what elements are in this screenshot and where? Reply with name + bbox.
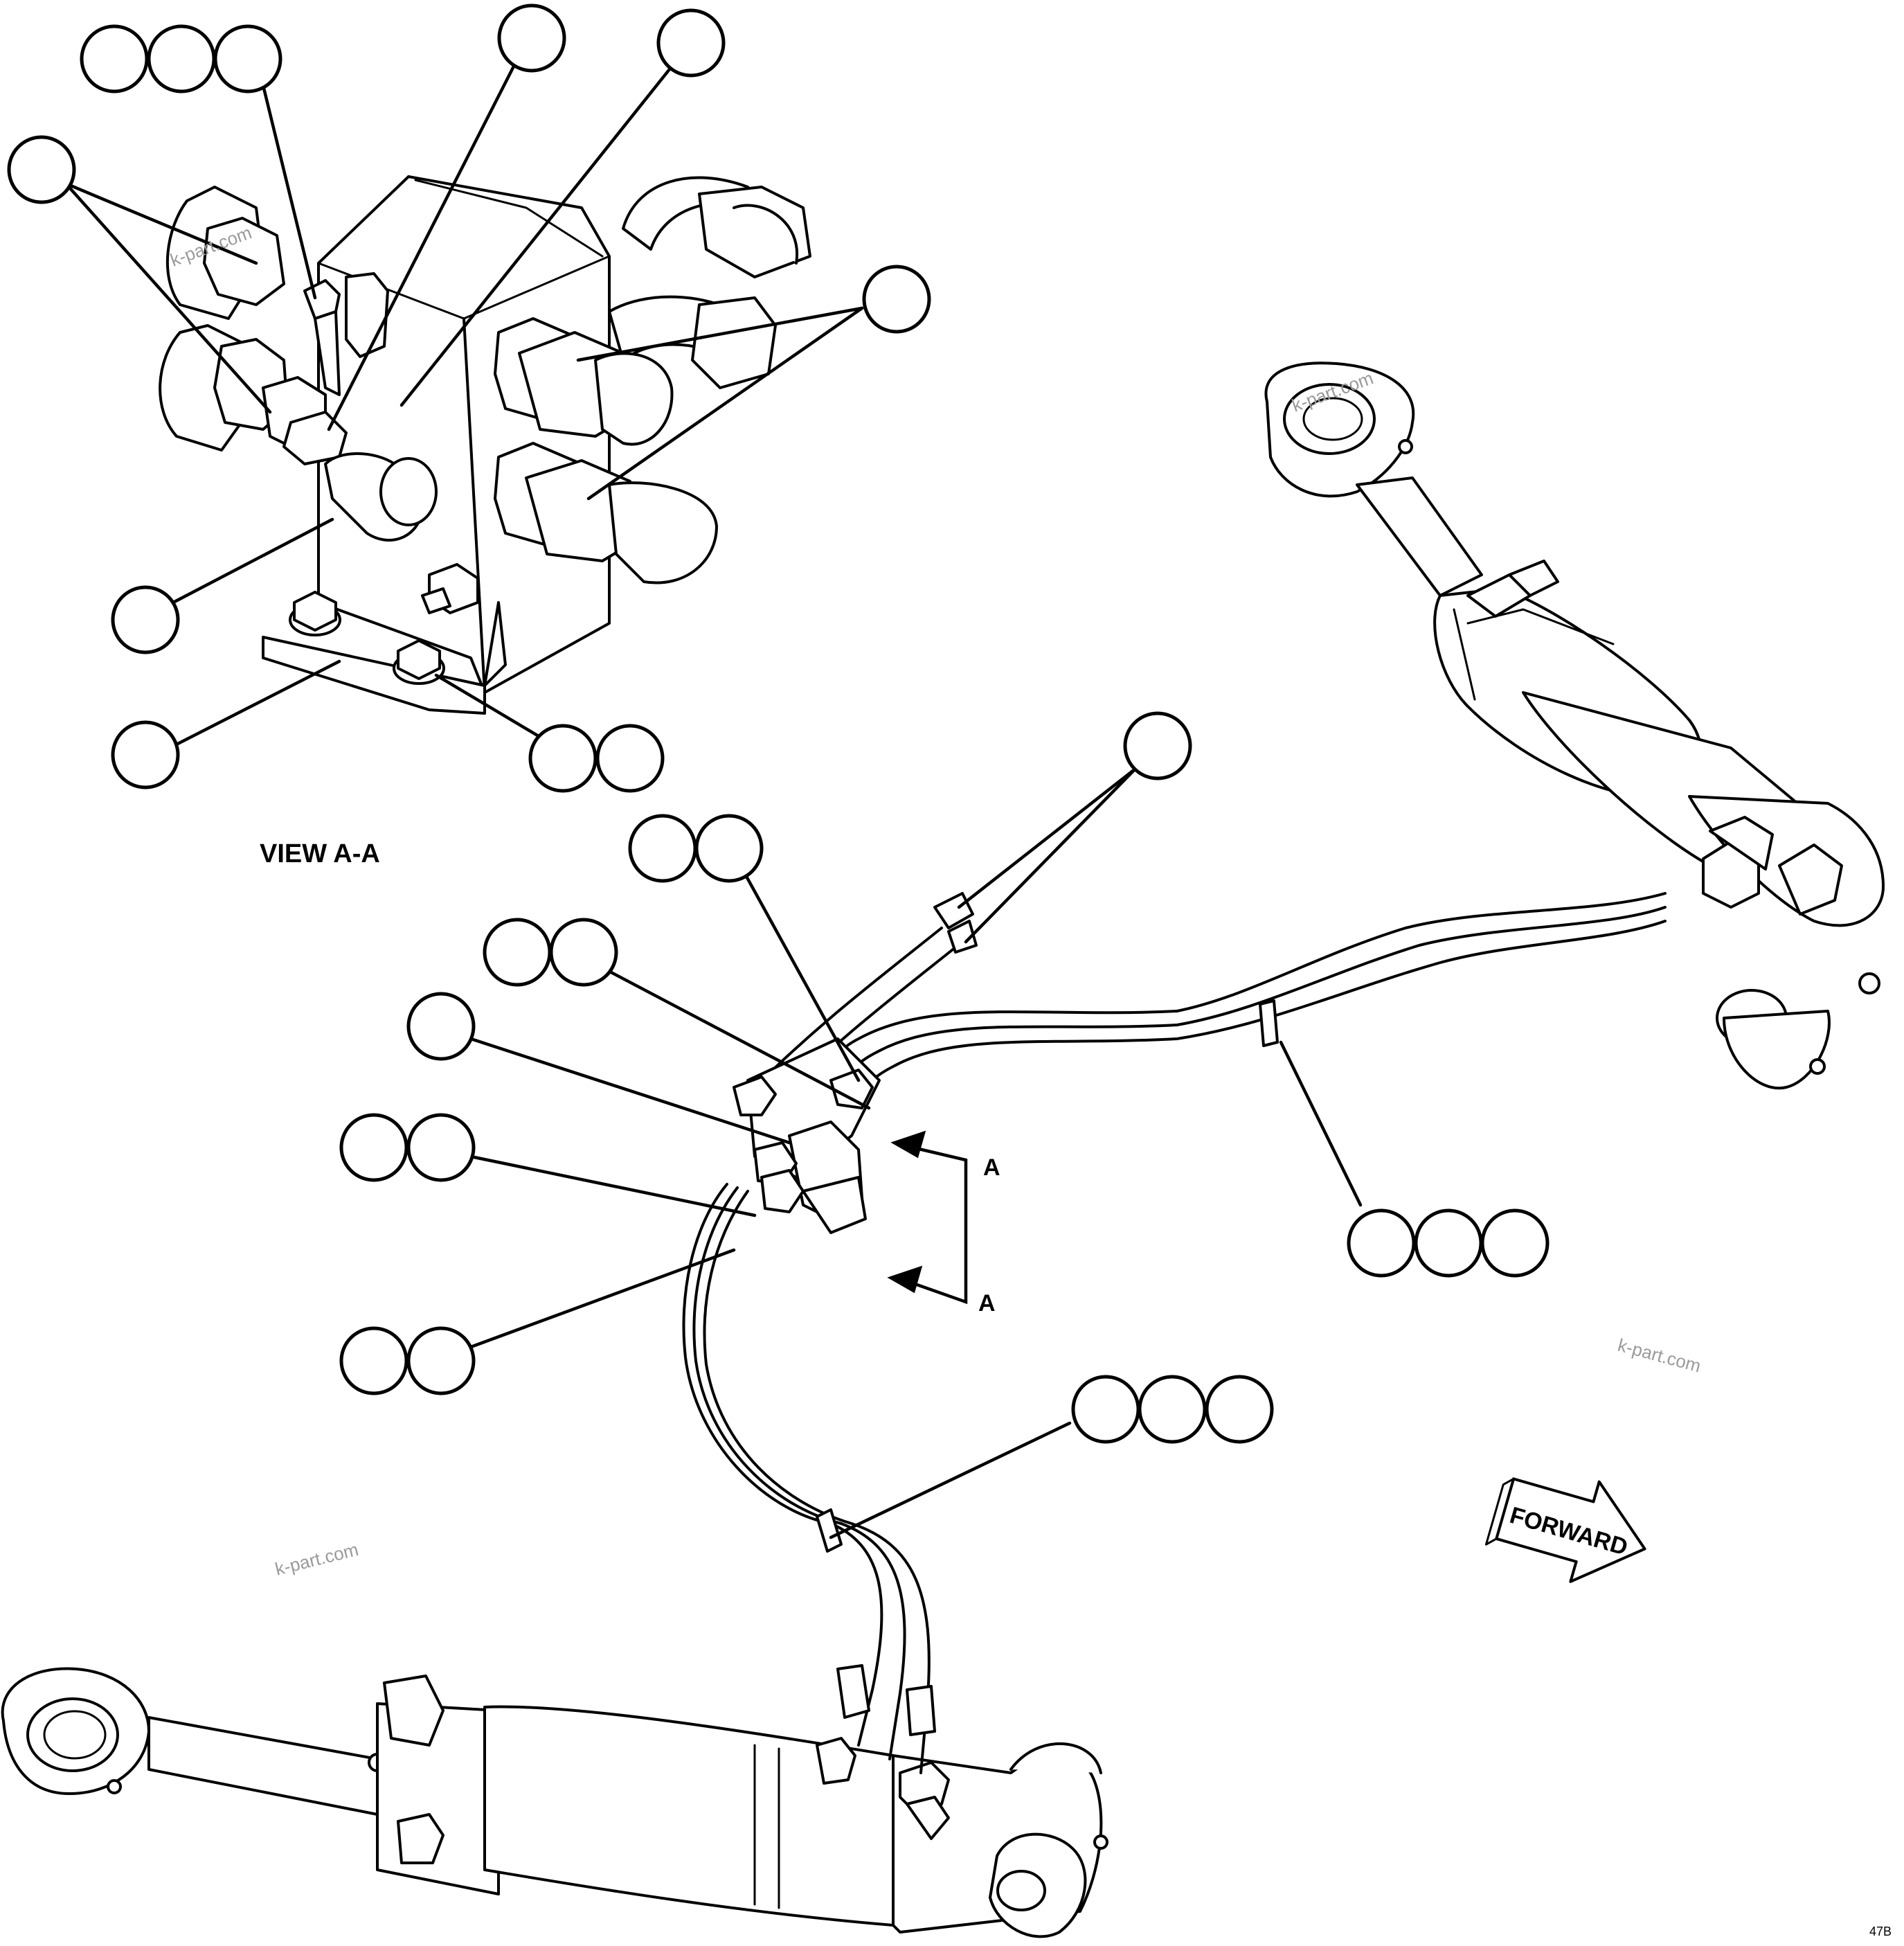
watermark-4: k-part.com (273, 1539, 360, 1580)
bracket-bolt-left (289, 591, 341, 636)
manifold-fitting-lower-left (159, 324, 327, 452)
sheet-reference: 47B (1869, 1925, 1892, 1938)
callout-group-15 (339, 1326, 476, 1395)
callout-group-1 (80, 24, 282, 93)
callout-group-11 (483, 918, 618, 987)
watermark-3: k-part.com (1615, 1334, 1703, 1377)
manifold-main (733, 1037, 881, 1234)
section-marker-a-a: A A (887, 1130, 1000, 1316)
callout-group-4 (7, 135, 76, 204)
manifold-fitting-right-upper (494, 317, 674, 446)
test-port-fitting (282, 272, 438, 542)
leader-lines (64, 53, 1363, 1539)
manifold-view (159, 175, 811, 715)
callout-group-12 (406, 992, 476, 1061)
manifold-fitting-upper-left (165, 186, 285, 320)
callout-group-10 (628, 814, 764, 883)
callout-group-7 (111, 720, 180, 789)
cylinder-left (1, 1667, 1108, 1938)
cylinder-right (1264, 361, 1885, 1090)
callout-group-13 (339, 1113, 476, 1182)
callout-group-14 (1347, 1208, 1550, 1278)
callout-group-2 (497, 3, 566, 73)
section-letter-top: A (983, 1154, 1000, 1181)
callout-group-8 (528, 724, 665, 793)
callout-group-9 (1123, 711, 1192, 780)
hose-assembly (682, 892, 1667, 1774)
callout-group-16 (1071, 1375, 1274, 1444)
forward-arrow: FORWARD (1484, 1477, 1646, 1583)
callout-group-6 (111, 585, 180, 654)
callout-group-3 (656, 8, 726, 78)
view-label: VIEW A-A (260, 839, 380, 868)
callout-group-5 (862, 265, 931, 334)
section-letter-bottom: A (978, 1290, 996, 1316)
callout-bubbles (7, 3, 1550, 1444)
bracket-bolt-right (393, 639, 445, 685)
